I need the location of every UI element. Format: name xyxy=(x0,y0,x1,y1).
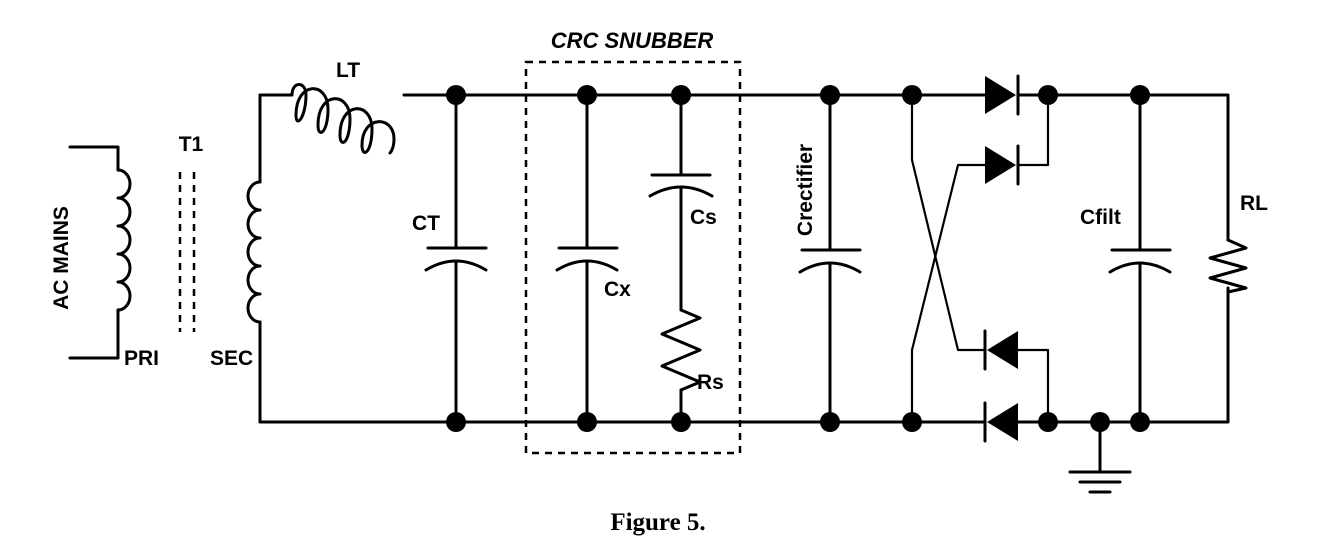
label-t1: T1 xyxy=(179,133,204,156)
capacitor-cfilt xyxy=(1108,93,1172,424)
capacitor-ct xyxy=(424,93,488,424)
label-sec: SEC xyxy=(210,347,253,370)
ground-icon xyxy=(1068,420,1132,494)
label-cfilt: Cfilt xyxy=(1080,206,1121,229)
bottom-rail xyxy=(258,286,1230,424)
capacitor-crectifier xyxy=(798,93,862,424)
bridge-rectifier xyxy=(910,74,1050,443)
diode-d4 xyxy=(983,401,1018,443)
snubber-title: CRC SNUBBER xyxy=(551,28,714,53)
snubber-box xyxy=(524,60,742,455)
junction-dots xyxy=(446,85,1150,432)
capacitor-cx xyxy=(555,93,619,424)
resistor-rl xyxy=(1208,238,1248,294)
diode-d1 xyxy=(985,74,1020,116)
label-pri: PRI xyxy=(124,347,159,370)
label-rl: RL xyxy=(1240,192,1268,215)
label-cx: Cx xyxy=(604,278,631,301)
diode-d3 xyxy=(983,329,1018,371)
primary-winding xyxy=(68,145,132,360)
label-cs: Cs xyxy=(690,206,717,229)
resistor-rs xyxy=(660,308,702,392)
secondary-winding xyxy=(246,93,262,424)
inductor-lt xyxy=(290,83,396,155)
label-ac-mains: AC MAINS xyxy=(50,206,73,310)
top-rail xyxy=(258,83,1230,242)
label-crectifier: Crectifier xyxy=(794,144,817,236)
transformer-core xyxy=(178,172,196,332)
diode-d2 xyxy=(985,144,1020,186)
label-rs: Rs xyxy=(697,371,724,394)
label-lt: LT xyxy=(336,59,360,82)
figure-caption: Figure 5. xyxy=(610,509,705,536)
label-ct: CT xyxy=(412,212,440,235)
